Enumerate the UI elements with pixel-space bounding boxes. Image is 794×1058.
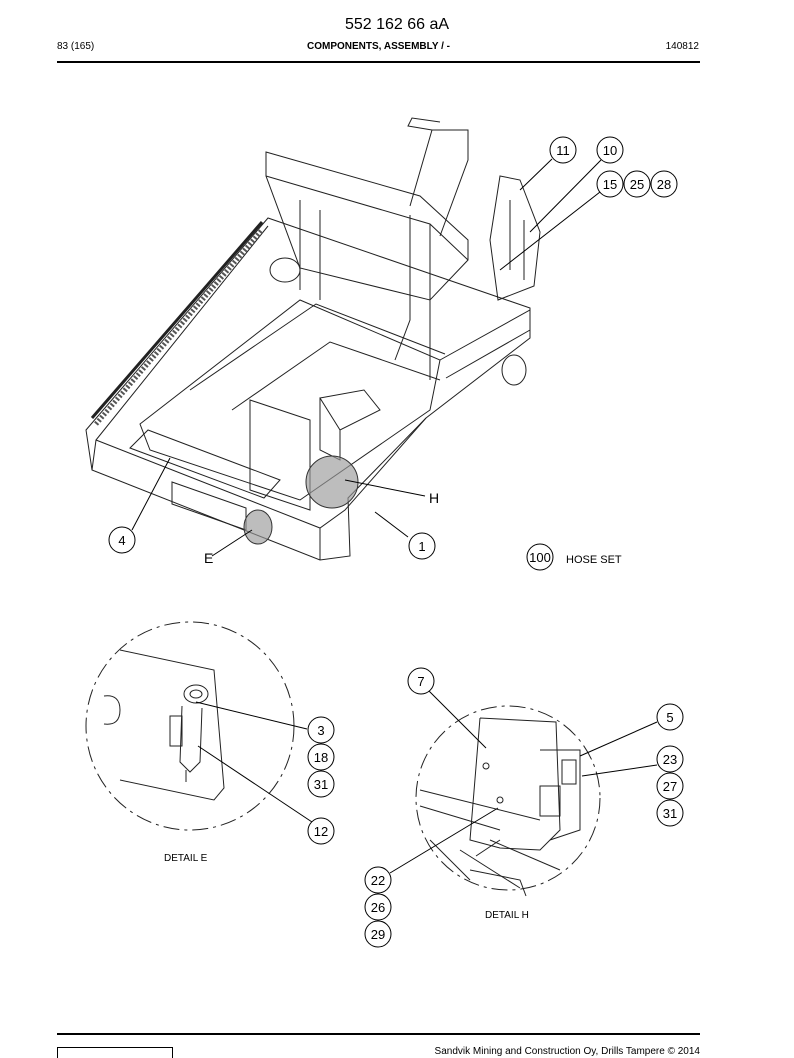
callout-22-text: 22 <box>371 873 385 888</box>
callout-28-text: 28 <box>657 177 671 192</box>
drawing-labels: H E HOSE SET DETAIL E DETAIL H <box>164 490 622 921</box>
detail-e-region <box>243 509 273 545</box>
callout-1 <box>408 532 436 560</box>
callout-28 <box>650 170 678 198</box>
callout-10 <box>596 136 624 164</box>
callout-31a <box>307 770 335 798</box>
detail-e-leaders <box>195 701 313 823</box>
detail-h-leaders <box>389 690 658 874</box>
callout-3 <box>307 716 335 744</box>
detail-h-caption: DETAIL H <box>485 910 529 921</box>
callout-circles <box>108 136 684 948</box>
detail-e-caption: DETAIL E <box>164 853 208 864</box>
callout-11-text: 11 <box>556 143 570 158</box>
footer-copyright: Sandvik Mining and Construction Oy, Dril… <box>434 1046 700 1057</box>
hose-set-label: HOSE SET <box>566 554 622 566</box>
callout-18-text: 18 <box>314 750 328 765</box>
callout-26 <box>364 893 392 921</box>
callout-27 <box>656 772 684 800</box>
callout-22 <box>364 866 392 894</box>
detail-e-marker: E <box>204 550 213 566</box>
callout-26-text: 26 <box>371 900 385 915</box>
page-number: 83 (165) <box>57 41 95 52</box>
callout-18 <box>307 743 335 771</box>
callout-3-text: 3 <box>317 723 324 738</box>
detail-h-illustration <box>415 705 601 897</box>
callout-1-text: 1 <box>418 539 425 554</box>
callout-12 <box>307 817 335 845</box>
callout-23-text: 23 <box>663 752 677 767</box>
callout-31b-text: 31 <box>663 806 677 821</box>
callout-25-text: 25 <box>630 177 644 192</box>
callout-7 <box>407 667 435 695</box>
callout-4 <box>108 526 136 554</box>
callout-4-text: 4 <box>118 533 125 548</box>
callout-100-text: 100 <box>529 550 551 565</box>
callout-15-text: 15 <box>603 177 617 192</box>
main-leader-lines <box>131 158 602 557</box>
callout-31a-text: 31 <box>314 777 328 792</box>
callout-numbers: 11 10 15 25 28 4 1 100 3 18 31 12 7 5 23… <box>118 143 677 942</box>
callout-12-text: 12 <box>314 824 328 839</box>
callout-31b <box>656 799 684 827</box>
callout-11 <box>549 136 577 164</box>
callout-29-text: 29 <box>371 927 385 942</box>
header-rule <box>57 61 700 63</box>
footer-rule <box>57 1033 700 1035</box>
callout-29 <box>364 920 392 948</box>
date-code: 140812 <box>665 41 699 52</box>
detail-e-illustration <box>85 621 295 831</box>
detail-h-marker: H <box>429 490 439 506</box>
callout-25 <box>623 170 651 198</box>
callout-15 <box>596 170 624 198</box>
detail-h-region <box>305 455 359 509</box>
document-number: 552 162 66 aA <box>344 16 450 33</box>
section-title: COMPONENTS, ASSEMBLY / - <box>307 41 450 52</box>
callout-23 <box>656 745 684 773</box>
callout-5 <box>656 703 684 731</box>
callout-100 <box>526 543 554 571</box>
callout-5-text: 5 <box>666 710 673 725</box>
callout-7-text: 7 <box>417 674 424 689</box>
main-frame-illustration <box>85 117 541 561</box>
callout-27-text: 27 <box>663 779 677 794</box>
callout-10-text: 10 <box>603 143 617 158</box>
